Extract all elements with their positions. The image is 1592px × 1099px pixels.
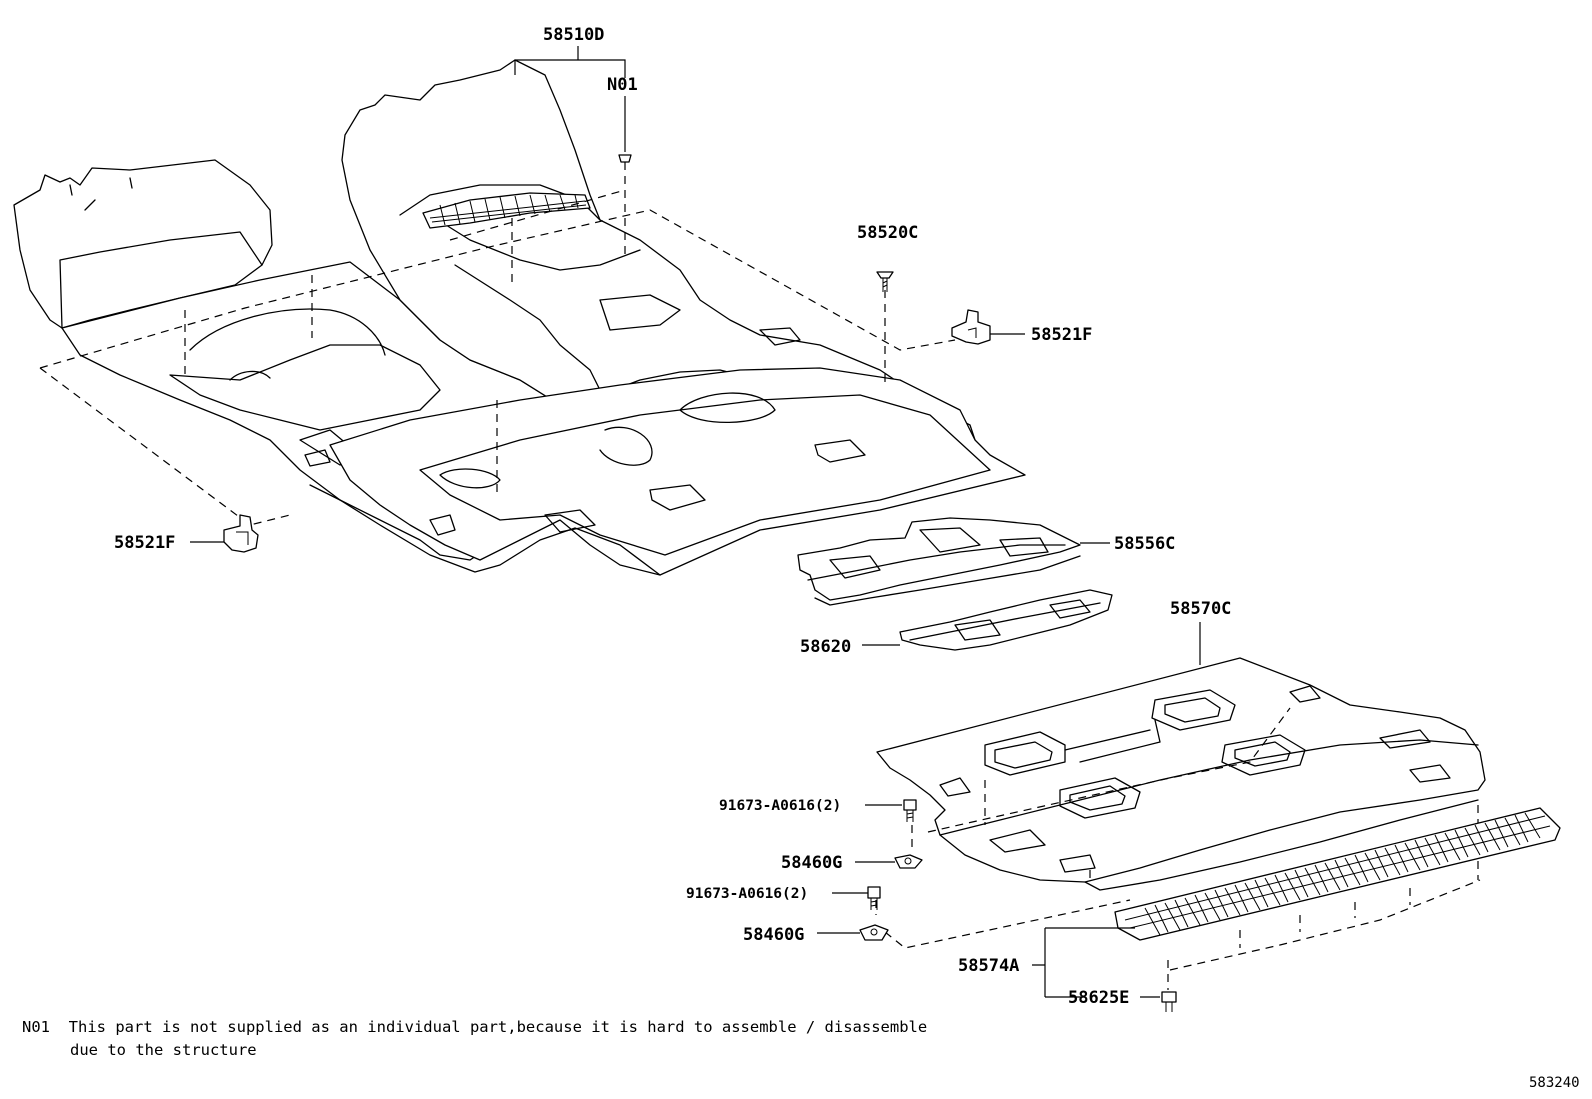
part-91673-lower: 91673-A0616(2): [686, 886, 881, 910]
label-58556C: 58556C: [1114, 534, 1175, 554]
part-58556C: 58556C: [797, 517, 1175, 606]
label-91673-lower: 91673-A0616(2): [686, 886, 808, 902]
part-91673-upper: 91673-A0616(2): [719, 798, 917, 822]
leader-58510D: 58510D: [514, 25, 626, 78]
label-58620: 58620: [800, 637, 851, 657]
part-58570C: 58570C: [876, 599, 1486, 891]
label-58574A: 58574A: [958, 956, 1019, 976]
footnote-line-1: This part is not supplied as an individu…: [68, 1018, 928, 1036]
part-58574A: 58574A: [958, 807, 1561, 997]
label-58520C: 58520C: [857, 223, 918, 243]
label-58521F-left: 58521F: [114, 533, 175, 553]
label-91673-upper: 91673-A0616(2): [719, 798, 841, 814]
figure-id: 583240: [1529, 1075, 1580, 1091]
part-58520C: 58520C: [857, 223, 918, 292]
heel-pad-grid: [422, 192, 591, 229]
label-58521F-right: 58521F: [1031, 325, 1092, 345]
assembly-dash-lines-main: [39, 162, 956, 526]
footnote-marker: N01: [22, 1018, 50, 1036]
label-58625E: 58625E: [1068, 988, 1129, 1008]
part-58521F-left: 58521F: [114, 514, 259, 553]
footnote-line-2: due to the structure: [70, 1041, 257, 1059]
part-58620: 58620: [800, 589, 1113, 657]
footnote-continuation: due to the structure: [70, 1039, 257, 1062]
label-58460G-lower: 58460G: [743, 925, 804, 945]
assembly-dash-lines-rear: [875, 707, 1481, 990]
part-N01: N01: [607, 75, 638, 163]
label-N01: N01: [607, 75, 638, 95]
footnote: N01 This part is not supplied as an indi…: [22, 1016, 927, 1039]
part-58460G-lower: 58460G: [743, 924, 889, 945]
label-58460G-upper: 58460G: [781, 853, 842, 873]
label-58570C: 58570C: [1170, 599, 1231, 619]
part-58460G-upper: 58460G: [781, 853, 923, 873]
floor-carpet-58510D: [13, 59, 1026, 576]
part-58521F-right: 58521F: [951, 309, 1092, 345]
part-58625E: 58625E: [1045, 988, 1177, 1012]
label-58510D: 58510D: [543, 25, 604, 45]
